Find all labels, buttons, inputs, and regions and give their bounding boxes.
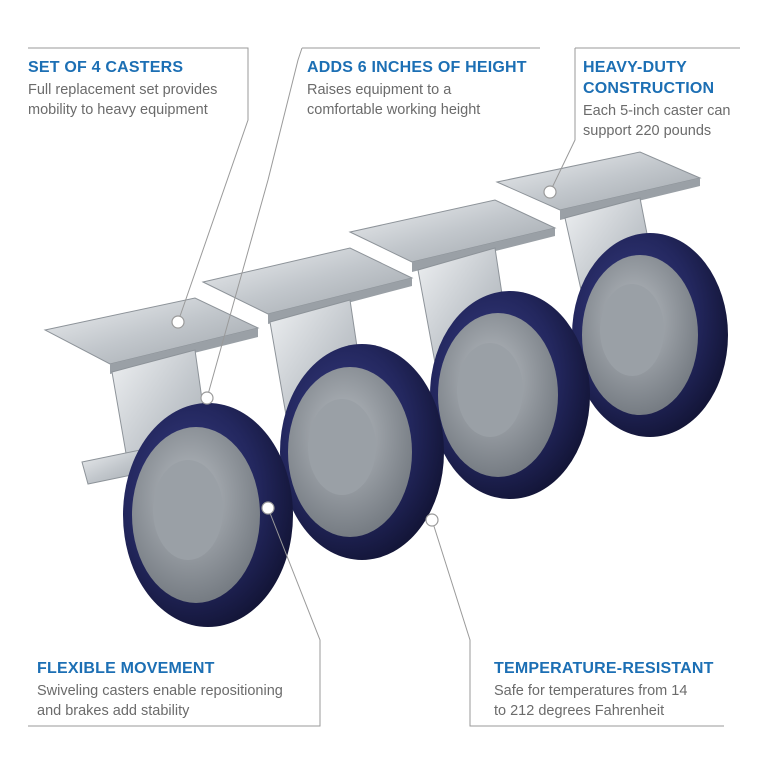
callout-description: Raises equipment to a comfortable workin… (307, 80, 527, 120)
caster-wheel-icon (201, 247, 444, 560)
callout-title: SET OF 4 CASTERS (28, 59, 184, 76)
caster-wheel-icon (348, 199, 590, 499)
callout-desc-line: to 212 degrees Fahrenheit (494, 703, 665, 719)
callout-desc-line: Swiveling casters enable repositioning (37, 683, 283, 699)
marker-dot-icon (200, 391, 214, 405)
caster-wheel-icon (495, 151, 728, 437)
callout-description: Swiveling casters enable repositioning a… (37, 681, 283, 721)
marker-dot-icon (171, 315, 185, 329)
callout-flexible-movement: FLEXIBLE MOVEMENT Swiveling casters enab… (37, 658, 283, 721)
callout-title: ADDS 6 INCHES OF HEIGHT (307, 59, 527, 76)
marker-dot-icon (261, 501, 275, 515)
callout-desc-line: Raises equipment to a (307, 82, 452, 98)
callout-title: TEMPERATURE-RESISTANT (494, 660, 714, 677)
callout-desc-line: mobility to heavy equipment (28, 102, 208, 118)
callout-desc-line: Each 5-inch caster can (583, 103, 731, 119)
callout-title-line: HEAVY-DUTY (583, 59, 687, 76)
callout-description: Safe for temperatures from 14 to 212 deg… (494, 681, 714, 721)
callout-set-of-casters: SET OF 4 CASTERS Full replacement set pr… (28, 57, 217, 120)
callout-title-line: CONSTRUCTION (583, 80, 715, 97)
caster-wheel-icon (43, 297, 293, 627)
callout-heavy-duty: HEAVY-DUTY CONSTRUCTION Each 5-inch cast… (583, 57, 731, 141)
callout-desc-line: support 220 pounds (583, 123, 712, 139)
callout-desc-line: Safe for temperatures from 14 (494, 683, 688, 699)
callout-desc-line: Full replacement set provides (28, 82, 218, 98)
callout-title: HEAVY-DUTY CONSTRUCTION (583, 57, 731, 99)
callout-title: FLEXIBLE MOVEMENT (37, 660, 215, 677)
marker-dot-icon (543, 185, 557, 199)
callout-description: Full replacement set provides mobility t… (28, 80, 217, 120)
callout-temperature-resistant: TEMPERATURE-RESISTANT Safe for temperatu… (494, 658, 714, 721)
callout-desc-line: comfortable working height (307, 102, 481, 118)
callout-adds-height: ADDS 6 INCHES OF HEIGHT Raises equipment… (307, 57, 527, 120)
callout-desc-line: and brakes add stability (37, 703, 190, 719)
marker-dot-icon (425, 513, 439, 527)
callout-description: Each 5-inch caster can support 220 pound… (583, 101, 731, 141)
